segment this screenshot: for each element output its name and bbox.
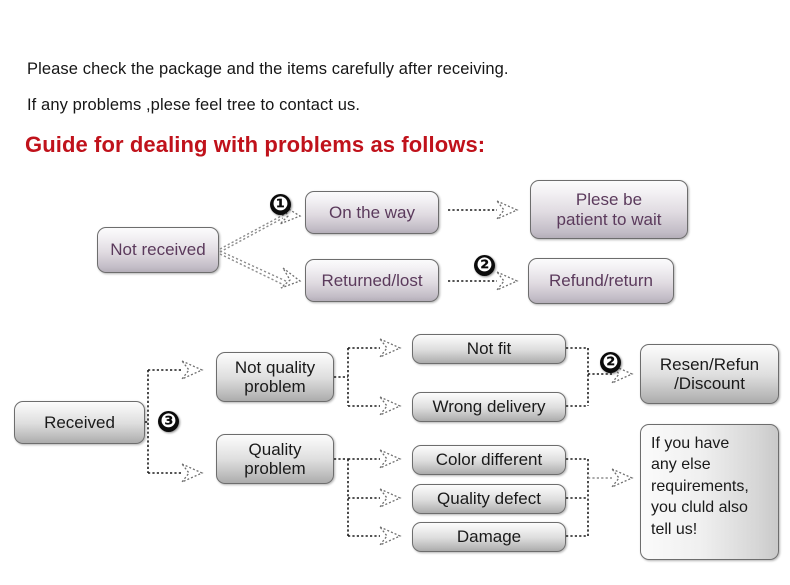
arrowhead-notfit [379,338,402,358]
intro-line-1: Please check the package and the items c… [27,60,509,78]
link-notreceived-returnedlost-2 [219,253,287,287]
badge-one: ❶ [270,194,291,215]
node-color-different-label: Color different [435,450,543,470]
node-damage-label: Damage [456,527,522,547]
node-not-quality-line1: Not quality [234,357,316,377]
node-damage[interactable]: Damage [412,522,566,552]
node-refund-return-label: Refund/return [549,271,653,291]
node-not-quality-problem[interactable]: Not quality problem [216,352,334,402]
arrowhead-pleasewait [496,200,519,220]
link-notreceived-returnedlost [219,250,289,283]
node-quality-defect-label: Quality defect [437,489,541,509]
intro-line-2: If any problems ,plese feel tree to cont… [27,96,361,114]
note-line1: If you have [651,435,730,452]
node-not-received[interactable]: Not received [97,227,219,273]
arrowhead-colordifferent [379,449,402,469]
note-line2: any else [651,456,711,474]
arrowhead-notquality [181,360,204,380]
node-received-label: Received [44,412,115,432]
node-quality-defect[interactable]: Quality defect [412,484,566,514]
node-please-wait-line1: Plese be [575,190,643,210]
node-received[interactable]: Received [14,401,145,444]
badge-three-label: ❸ [160,411,177,432]
node-not-fit-label: Not fit [466,339,512,359]
node-on-the-way[interactable]: On the way [305,191,439,234]
node-quality-problem[interactable]: Quality problem [216,434,334,484]
badge-two-bottom-label: ❷ [602,352,619,373]
arrowhead-refund [496,271,519,291]
badge-two-top-label: ❷ [476,255,493,276]
node-wrong-delivery[interactable]: Wrong delivery [412,392,566,422]
node-please-wait-line2: patient to wait [556,209,662,229]
link-notreceived-ontheway [219,213,286,250]
note-line4: you cluld also [651,499,748,517]
arrowhead-damage [379,526,402,546]
node-quality-line2: problem [244,459,306,478]
node-color-different[interactable]: Color different [412,445,566,475]
link-notreceived-ontheway-2 [219,217,284,253]
node-wrong-delivery-label: Wrong delivery [432,397,546,417]
node-not-quality-line2: problem [244,377,306,396]
node-refund-return[interactable]: Refund/return [528,258,674,304]
arrowhead-qualitydefect [379,488,402,508]
badge-three: ❸ [158,411,179,432]
page-title: Guide for dealing with problems as follo… [25,132,486,157]
badge-two-bottom: ❷ [600,352,621,373]
arrowhead-quality [181,463,204,483]
node-returned-lost-label: Returned/lost [321,270,423,290]
note-line3: requirements, [651,477,749,495]
badge-one-label: ❶ [272,194,289,215]
node-resolution-line1: Resen/Refun [659,354,760,374]
badge-two-top: ❷ [474,255,495,276]
arrowhead-wrongdelivery [379,396,402,416]
arrowhead-note [611,468,634,488]
node-quality-line1: Quality [248,439,302,459]
note-line5: tell us! [651,520,698,538]
node-extra-requirements-note[interactable]: If you have any else requirements, you c… [640,424,779,560]
node-returned-lost[interactable]: Returned/lost [305,259,439,302]
node-please-wait[interactable]: Plese be patient to wait [530,180,688,239]
arrowhead-returnedlost [280,267,302,289]
node-resolution-line2: /Discount [674,374,745,393]
node-not-fit[interactable]: Not fit [412,334,566,364]
node-on-the-way-label: On the way [329,202,415,222]
node-not-received-label: Not received [110,240,206,260]
node-resolution[interactable]: Resen/Refun /Discount [640,344,779,404]
